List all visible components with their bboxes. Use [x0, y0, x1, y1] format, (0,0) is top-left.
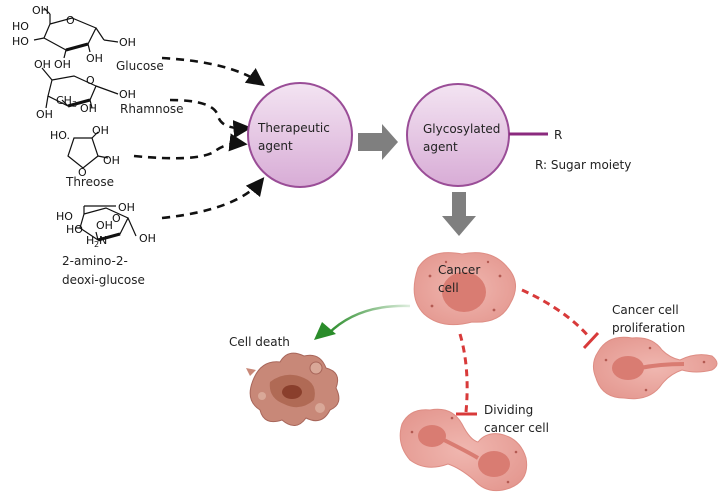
prolif-label-1: Cancer cell — [612, 303, 679, 317]
proliferating-cell: Cancer cell proliferation — [592, 303, 718, 400]
threose-ho-dot: HO. — [50, 129, 70, 142]
threose-ring-o: O — [78, 166, 87, 179]
threose-label: Threose — [65, 175, 114, 189]
rhamnose-ring-o: O — [86, 74, 95, 87]
amino-ho-left: HO — [56, 210, 73, 223]
block-arrow-right — [358, 124, 398, 160]
arrow-rhamnose — [169, 98, 252, 139]
glucose-ho-left: HO — [12, 20, 29, 33]
dividing-label-2: cancer cell — [484, 421, 549, 435]
aminoglucose-label-2: deoxi-glucose — [62, 273, 145, 287]
glycosylated-label-1: Glycosylated — [423, 122, 500, 136]
dividing-label-1: Dividing — [484, 403, 533, 417]
aminoglucose-structure: OH HO HO O OH H 2 N OH 2-amino-2- deoxi-… — [56, 201, 156, 287]
therapeutic-label-1: Therapeutic — [257, 121, 330, 135]
inhibit-prolif-bar — [582, 331, 600, 350]
amino-n: N — [99, 234, 107, 247]
amino-oh-mid: OH — [96, 219, 113, 232]
arrow-glucose — [161, 56, 265, 87]
cell-death-arrow — [314, 304, 411, 340]
block-arrow-down — [442, 192, 476, 236]
rhamnose-label: Rhamnose — [120, 102, 184, 116]
cancer-cell: Cancer cell — [413, 252, 516, 326]
threose-structure: HO. OH OH O Threose — [50, 124, 120, 189]
prolif-label-2: proliferation — [612, 321, 685, 335]
dividing-cell: Dividing cancer cell — [399, 403, 549, 492]
rhamnose-oh-bottom: OH — [36, 108, 53, 121]
glycosylated-label-2: agent — [423, 140, 458, 154]
therapeutic-label-2: agent — [258, 139, 293, 153]
glucose-oh-b2: OH — [86, 52, 103, 65]
glucose-ho-bottom: HO — [12, 35, 29, 48]
glucose-ring-o: O — [66, 14, 75, 27]
threose-oh-right: OH — [103, 154, 120, 167]
r-legend: R: Sugar moiety — [535, 158, 631, 172]
rhamnose-oh-right: OH — [119, 88, 136, 101]
cancer-cell-label-2: cell — [438, 281, 459, 295]
rhamnose-oh-top: OH — [34, 58, 51, 71]
rhamnose-ch-sub: 3 — [72, 100, 77, 109]
amino-ring-o: O — [112, 212, 121, 225]
glycosylated-agent-node: Glycosylated agent — [406, 83, 510, 187]
arrow-aminoglucose — [161, 177, 265, 220]
glucose-oh-right: OH — [119, 36, 136, 49]
amino-oh-right: OH — [139, 232, 156, 245]
inhibit-arrows — [458, 288, 592, 413]
sugar-arrows — [133, 56, 265, 220]
rhamnose-ch: CH — [56, 94, 72, 107]
cell-death-label: Cell death — [229, 335, 290, 349]
glucose-oh-top: OH — [32, 4, 49, 17]
amino-h: H — [86, 234, 94, 247]
amino-sub2: 2 — [94, 240, 99, 249]
rhamnose-oh-mid: OH — [80, 102, 97, 115]
inhibit-dividing-line — [458, 333, 469, 413]
threose-oh-top: OH — [92, 124, 109, 137]
r-label: R — [554, 128, 562, 142]
arrow-threose — [133, 133, 248, 160]
therapeutic-agent-node: Therapeutic agent — [247, 82, 353, 188]
glucose-structure: OH HO HO O OH OH OH Glucose — [12, 4, 164, 73]
cancer-cell-label-1: Cancer — [438, 263, 480, 277]
glucose-label: Glucose — [116, 59, 164, 73]
aminoglucose-label-1: 2-amino-2- — [62, 254, 128, 268]
amino-oh-top: OH — [118, 201, 135, 214]
glucose-oh-b1: OH — [54, 58, 71, 71]
amino-ho-bottom: HO — [66, 223, 83, 236]
inhibit-prolif-line — [521, 288, 592, 339]
dying-cell: Cell death — [229, 335, 340, 426]
rhamnose-structure: OH OH O CH 3 OH OH Rhamnose — [34, 58, 184, 121]
